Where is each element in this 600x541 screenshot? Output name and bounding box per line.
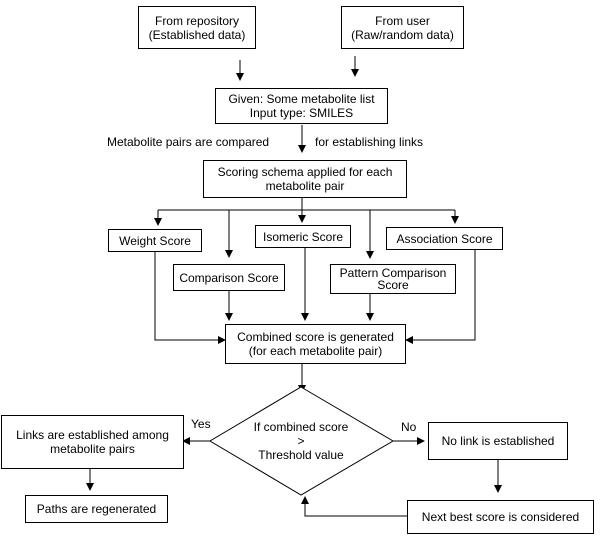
- association-score-label: Association Score: [396, 231, 493, 246]
- no-link-box: No link is established: [428, 422, 568, 460]
- repository-source-box: From repository (Established data): [138, 6, 256, 49]
- next-best-score-box: Next best score is considered: [407, 500, 594, 534]
- isomeric-score-box: Isomeric Score: [255, 225, 351, 248]
- combined-score-box: Combined score is generated (for each me…: [225, 324, 406, 364]
- isomeric-score-label: Isomeric Score: [262, 229, 344, 244]
- decision-line-3: Threshold value: [258, 448, 344, 462]
- pattern-comparison-line-2: Score: [377, 278, 409, 292]
- decision-line-2: >: [297, 434, 305, 448]
- pattern-comparison-line-1: Pattern Comparison: [339, 266, 447, 280]
- decision-text: If combined score > Threshold value: [231, 420, 371, 462]
- combined-score-line-2: (for each metabolite pair): [248, 344, 383, 358]
- no-branch-label: No: [401, 420, 417, 434]
- arrow-next-best-to-decision: [301, 496, 407, 517]
- repository-source-line-1: From repository: [154, 13, 240, 28]
- comparison-score-label: Comparison Score: [179, 270, 279, 285]
- paths-regenerated-box: Paths are regenerated: [25, 495, 168, 523]
- decision-diamond: [209, 386, 394, 496]
- combined-score-line-1: Combined score is generated: [237, 330, 394, 344]
- scoring-schema-line-2: metabolite pair: [265, 179, 345, 193]
- user-source-line-1: From user: [375, 13, 430, 28]
- paths-regenerated-label: Paths are regenerated: [36, 502, 157, 516]
- repository-source-line-2: (Established data): [148, 27, 246, 42]
- next-best-score-label: Next best score is considered: [421, 510, 580, 524]
- scoring-schema-line-1: Scoring schema applied for each: [217, 165, 393, 179]
- weight-score-label: Weight Score: [119, 233, 191, 248]
- yes-branch-label: Yes: [191, 417, 211, 431]
- comparison-score-box: Comparison Score: [173, 264, 285, 291]
- input-list-line-2: Input type: SMILES: [249, 106, 354, 120]
- weight-score-box: Weight Score: [108, 229, 202, 252]
- arrow-weight-to-combined: [154, 252, 226, 344]
- pattern-comparison-score-box: Pattern Comparison Score: [330, 264, 456, 294]
- scoring-schema-box: Scoring schema applied for each metaboli…: [203, 160, 407, 198]
- user-source-box: From user (Raw/random data): [341, 6, 464, 49]
- links-established-box: Links are established among metabolite p…: [1, 415, 184, 469]
- links-established-line-1: Links are established among: [16, 428, 169, 442]
- input-list-box: Given: Some metabolite list Input type: …: [215, 88, 388, 124]
- input-list-line-1: Given: Some metabolite list: [228, 92, 375, 106]
- decision-line-1: If combined score: [253, 420, 349, 434]
- links-established-line-2: metabolite pairs: [50, 442, 135, 456]
- no-link-label: No link is established: [441, 434, 555, 448]
- compare-note-left: Metabolite pairs are compared: [107, 135, 270, 149]
- arrow-association-to-combined: [405, 250, 476, 344]
- compare-note-right: for establishing links: [315, 135, 424, 149]
- user-source-line-2: (Raw/random data): [351, 27, 454, 42]
- association-score-box: Association Score: [386, 227, 503, 250]
